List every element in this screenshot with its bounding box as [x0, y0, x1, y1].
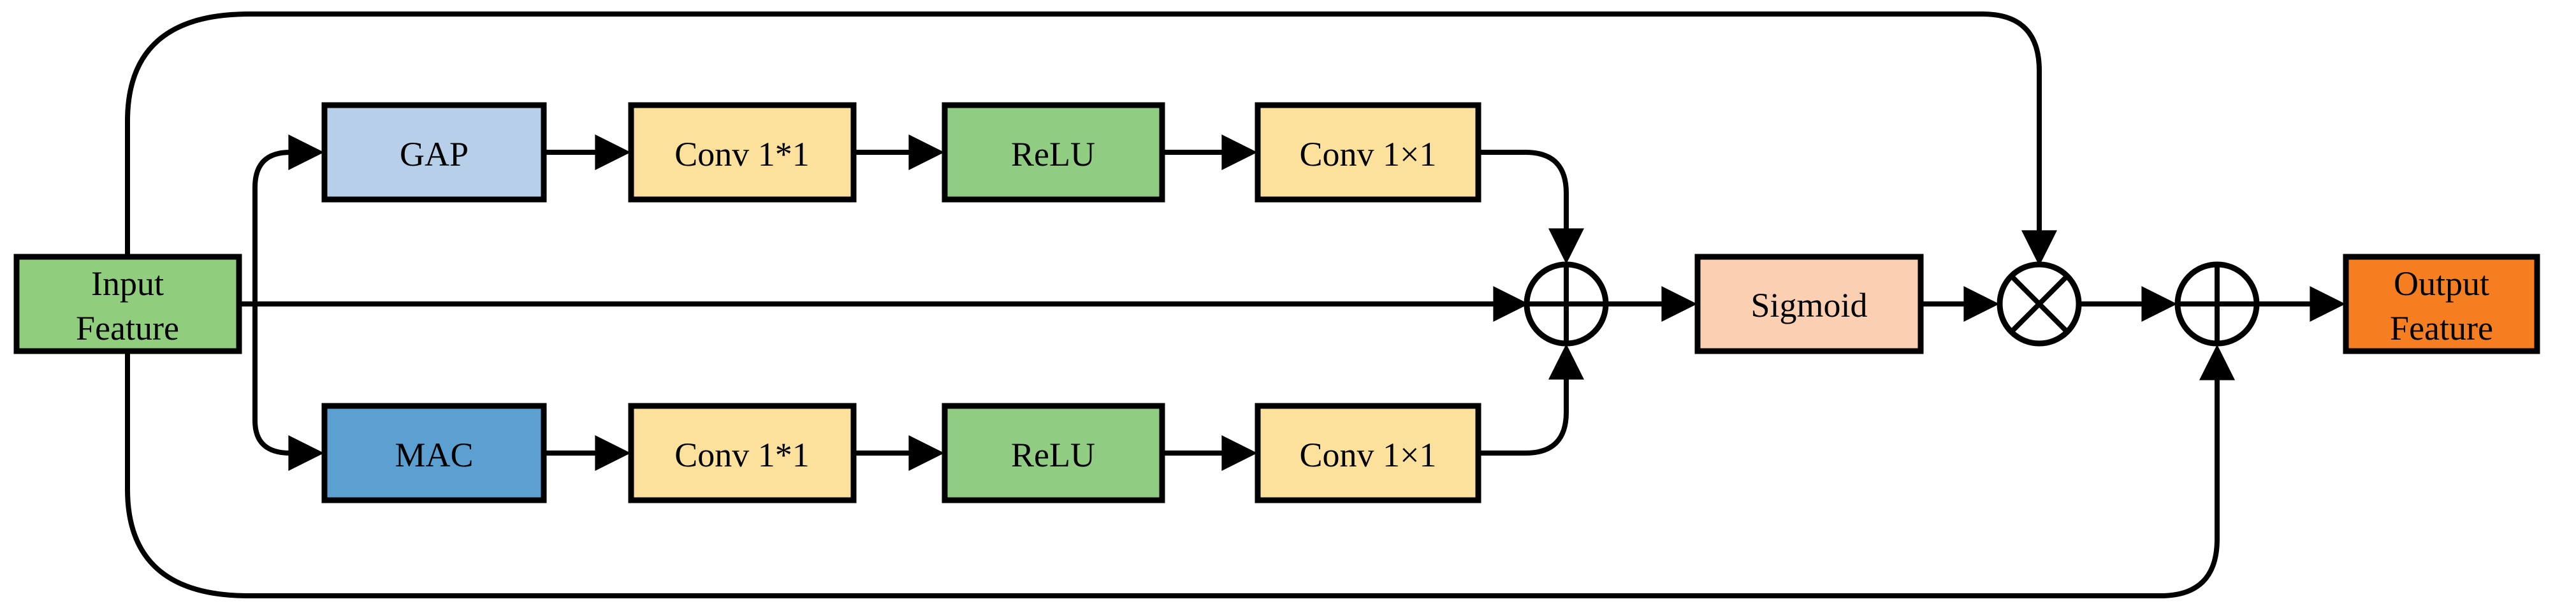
- multiply-diagonal-2: [2009, 274, 2069, 334]
- branch-to-gap-connector: [252, 134, 324, 304]
- output-feature-label-line2: Feature: [2390, 309, 2493, 347]
- conv-top-2-label: Conv 1×1: [1300, 135, 1437, 173]
- relu-top-box: ReLU: [942, 102, 1165, 203]
- gap-box-rect: [321, 102, 547, 203]
- gap-label: GAP: [400, 135, 469, 173]
- conv-bottom-2-label: Conv 1×1: [1300, 436, 1437, 474]
- conv-top-1-label: Conv 1*1: [674, 135, 810, 173]
- conv-bottom-2-box: Conv 1×1: [1255, 403, 1481, 503]
- conv-bottom-1-box: Conv 1*1: [628, 403, 857, 503]
- conv-bottom-1-label: Conv 1*1: [674, 436, 810, 474]
- sigmoid-label: Sigmoid: [1750, 286, 1867, 324]
- input-feature-box-rect: [13, 254, 242, 354]
- relu-bottom-box-rect: [942, 403, 1165, 503]
- input-feature-label-line2: Feature: [76, 309, 179, 347]
- circle-plus-icon: [1524, 261, 1609, 347]
- output-feature-box: Output Feature: [2343, 254, 2540, 354]
- conv-top-2-box: Conv 1×1: [1255, 102, 1481, 203]
- circle-times-icon: [1997, 261, 2082, 347]
- relu-top-box-rect: [942, 102, 1165, 203]
- mac-box-rect: [321, 403, 547, 503]
- circle-plus-icon: [2174, 261, 2260, 347]
- conv-top-to-add-connector: [1478, 150, 1584, 264]
- conv-top-2-box-rect: [1255, 102, 1481, 203]
- input-feature-label-line1: Input: [91, 264, 164, 303]
- gap-box: GAP: [321, 102, 547, 203]
- mac-box: MAC: [321, 403, 547, 503]
- output-feature-box-rect: [2343, 254, 2540, 354]
- conv-bottom-2-box-rect: [1255, 403, 1481, 503]
- relu-bottom-box: ReLU: [942, 403, 1165, 503]
- output-feature-label-line1: Output: [2394, 264, 2489, 303]
- relu-bottom-label: ReLU: [1011, 436, 1095, 474]
- conv-top-1-box: Conv 1*1: [628, 102, 857, 203]
- mac-label: MAC: [395, 436, 473, 474]
- input-feature-box: Input Feature: [13, 254, 242, 354]
- branch-to-mac-connector: [252, 304, 324, 471]
- conv-bottom-to-add-connector: [1478, 343, 1584, 456]
- relu-top-label: ReLU: [1011, 135, 1095, 173]
- sigmoid-box: Sigmoid: [1694, 254, 1924, 354]
- conv-top-1-box-rect: [628, 102, 857, 203]
- sigmoid-box-rect: [1694, 254, 1924, 354]
- conv-bottom-1-box-rect: [628, 403, 857, 503]
